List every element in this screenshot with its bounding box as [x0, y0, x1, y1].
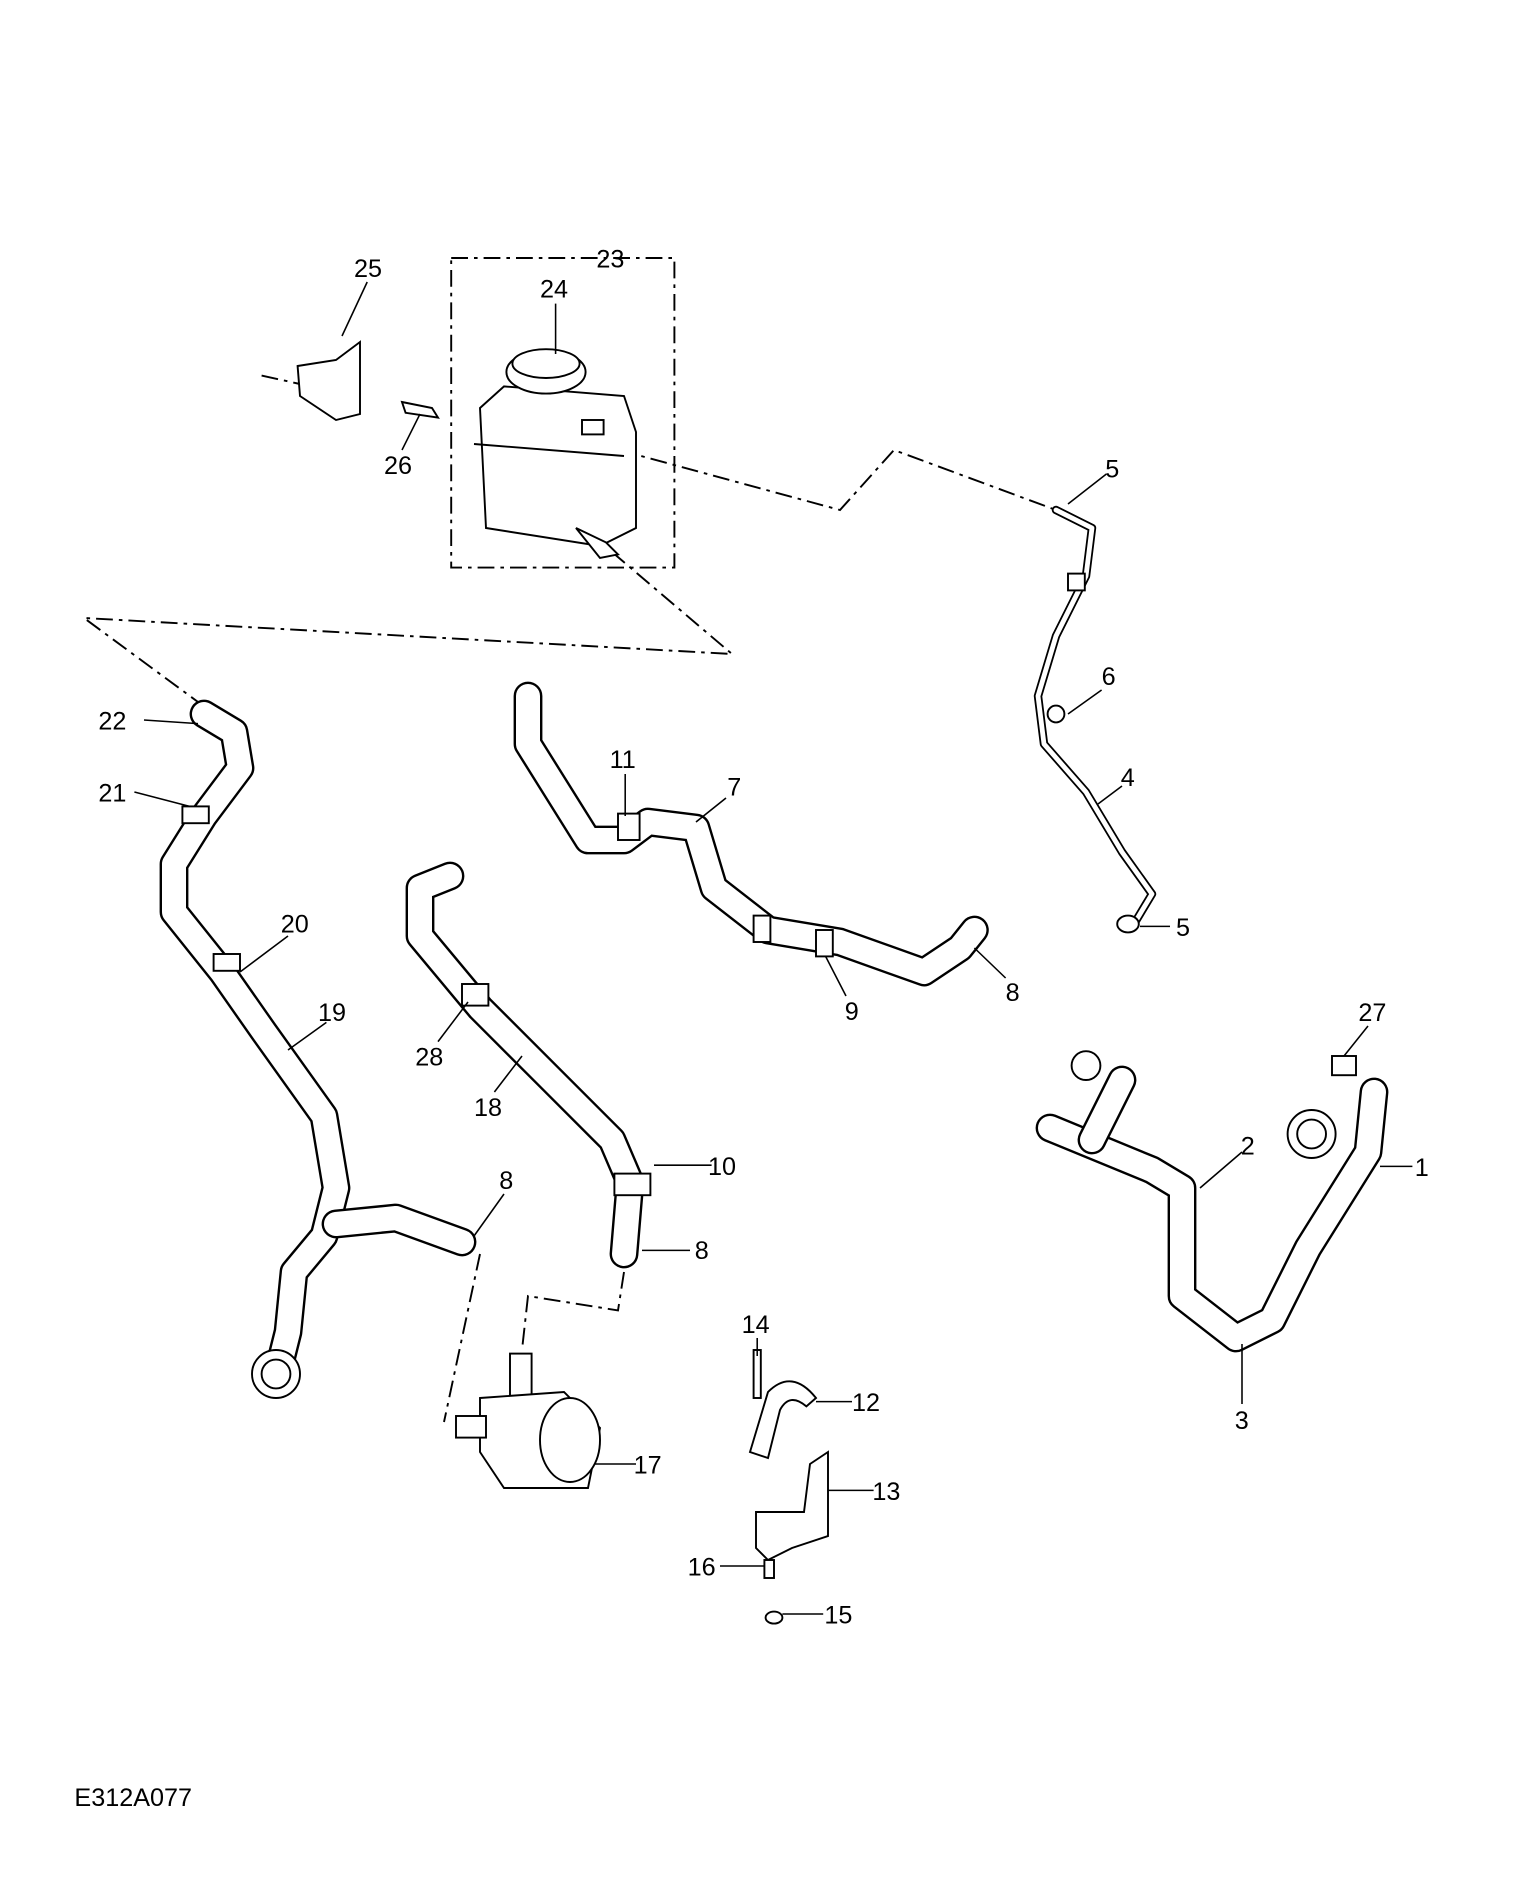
hose-7	[513, 681, 989, 987]
reference-lines	[80, 257, 1057, 1423]
callout-12: 12	[852, 1389, 880, 1417]
callout-8: 8	[1006, 979, 1020, 1007]
diagram-code: E312A077	[74, 1784, 192, 1812]
leader-lines	[134, 281, 1413, 1615]
assembly-23-boundary	[450, 257, 676, 569]
callout-17: 17	[634, 1452, 662, 1480]
callout-18: 18	[474, 1094, 502, 1122]
callout-21: 21	[98, 780, 126, 808]
callout-20: 20	[281, 910, 309, 938]
callout-4: 4	[1121, 764, 1135, 792]
callout-9: 9	[845, 998, 859, 1026]
callout-25: 25	[354, 255, 382, 283]
callouts: 25 23 24 26 5 6 4 5 22 21 11 7 20 19 9 8…	[74, 246, 1428, 1812]
callout-13: 13	[872, 1478, 900, 1506]
callout-2: 2	[1241, 1132, 1255, 1160]
callout-8: 8	[695, 1237, 709, 1265]
mounting-bracket	[296, 340, 440, 422]
callout-5: 5	[1176, 914, 1190, 942]
callout-19: 19	[318, 999, 346, 1027]
coolant-reservoir	[473, 348, 637, 560]
callout-3: 3	[1235, 1407, 1249, 1435]
callout-24: 24	[540, 276, 568, 304]
callout-14: 14	[742, 1311, 770, 1339]
callout-7: 7	[727, 774, 741, 802]
callout-1: 1	[1415, 1154, 1429, 1182]
callout-22: 22	[98, 708, 126, 736]
electric-water-pump	[455, 1352, 602, 1489]
callout-27: 27	[1358, 999, 1386, 1027]
callout-6: 6	[1102, 663, 1116, 691]
callout-15: 15	[824, 1602, 852, 1630]
hose-4	[1033, 505, 1157, 934]
callout-10: 10	[708, 1153, 736, 1181]
hose-19	[159, 699, 477, 1399]
callout-23: 23	[596, 246, 624, 274]
callout-8: 8	[499, 1167, 513, 1195]
hose-18	[405, 861, 652, 1269]
callout-16: 16	[688, 1554, 716, 1582]
bracket-assembly	[748, 1349, 829, 1625]
callout-26: 26	[384, 452, 412, 480]
callout-5: 5	[1105, 456, 1119, 484]
callout-11: 11	[610, 746, 636, 774]
hose-1	[1035, 1050, 1389, 1353]
callout-28: 28	[415, 1044, 443, 1072]
